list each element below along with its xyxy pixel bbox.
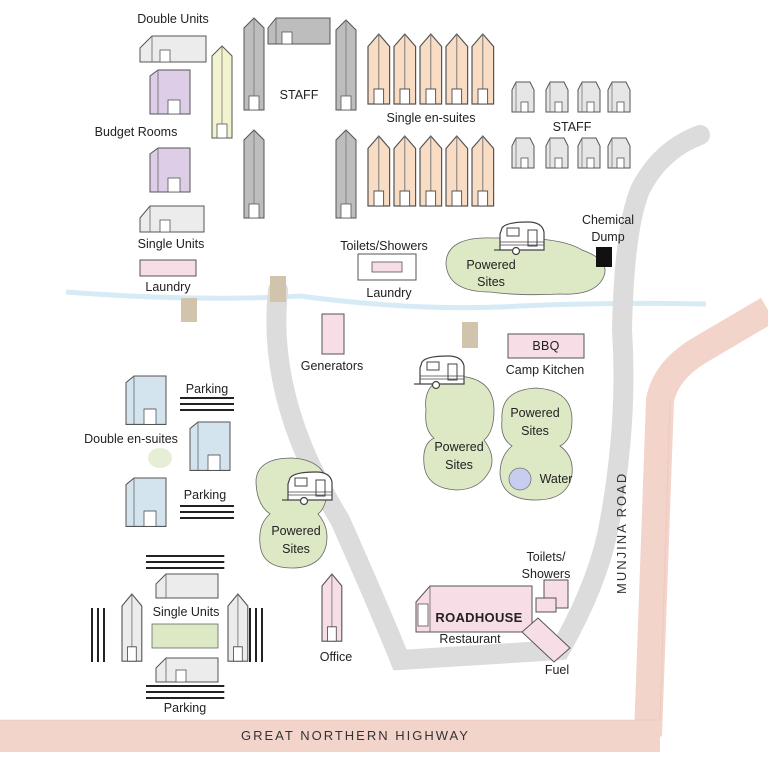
label-powered-sites-2a: Powered bbox=[434, 440, 484, 454]
parking-lines bbox=[179, 397, 235, 411]
parking-lines bbox=[144, 684, 226, 700]
label-parking-bottom: Parking bbox=[163, 701, 207, 715]
label-fuel: Fuel bbox=[544, 663, 570, 677]
label-single-units-top: Single Units bbox=[137, 237, 205, 251]
single-ensuite bbox=[419, 135, 443, 207]
label-parking-1: Parking bbox=[185, 382, 229, 396]
label-toilets-showers-1: Toilets/ bbox=[526, 550, 566, 564]
creek bbox=[65, 289, 707, 311]
label-toilets-showers-top: Toilets/Showers bbox=[340, 239, 428, 253]
label-powered-sites-2b: Sites bbox=[445, 458, 473, 472]
label-office: Office bbox=[319, 650, 353, 664]
budget-room-building bbox=[149, 147, 191, 193]
label-great-northern-highway: GREAT NORTHERN HIGHWAY bbox=[241, 728, 470, 743]
single-unit-building bbox=[121, 593, 143, 662]
munjina-road bbox=[634, 297, 768, 737]
laundry-building bbox=[139, 259, 197, 277]
label-munjina-road: MUNJINA ROAD bbox=[614, 471, 629, 594]
single-unit-building bbox=[155, 573, 219, 599]
double-unit-building bbox=[139, 35, 207, 63]
caravan-icon bbox=[493, 221, 545, 256]
staff-building bbox=[243, 129, 265, 219]
label-bbq: BBQ bbox=[532, 339, 560, 353]
creek-crossing bbox=[181, 298, 197, 322]
label-single-units-bottom: Single Units bbox=[152, 605, 220, 619]
label-restaurant: Restaurant bbox=[439, 632, 501, 646]
creek-crossing bbox=[462, 322, 478, 348]
label-budget-rooms: Budget Rooms bbox=[94, 125, 178, 139]
water-icon bbox=[508, 467, 532, 491]
creek-crossing bbox=[270, 276, 286, 302]
label-toilets-showers-2: Showers bbox=[521, 567, 571, 581]
single-ensuite bbox=[393, 135, 417, 207]
single-ensuite bbox=[471, 33, 495, 105]
toilets-showers-inner bbox=[371, 261, 403, 273]
label-single-ensuites: Single en-suites bbox=[386, 111, 476, 125]
single-ensuite bbox=[445, 33, 469, 105]
label-powered-sites-3b: Sites bbox=[521, 424, 549, 438]
chemical-dump-icon bbox=[596, 247, 612, 267]
roadhouse-building bbox=[415, 585, 533, 633]
single-unit-building bbox=[227, 593, 249, 662]
lawn-area bbox=[151, 623, 219, 649]
powered-site-area bbox=[445, 237, 606, 296]
generators-building bbox=[321, 313, 345, 355]
staff-cabin bbox=[511, 137, 535, 169]
single-ensuite bbox=[445, 135, 469, 207]
label-laundry-center: Laundry bbox=[366, 286, 412, 300]
staff-cabin bbox=[577, 81, 601, 113]
label-staff-right: STAFF bbox=[552, 120, 592, 134]
parking-lines bbox=[179, 505, 235, 519]
label-parking-2: Parking bbox=[183, 488, 227, 502]
staff-cabin bbox=[607, 81, 631, 113]
staff-building bbox=[335, 129, 357, 219]
single-unit-building bbox=[139, 205, 205, 233]
yellow-cabin bbox=[211, 45, 233, 139]
single-ensuite bbox=[419, 33, 443, 105]
label-dump: Dump bbox=[591, 230, 625, 244]
single-ensuite bbox=[367, 135, 391, 207]
single-unit-building bbox=[155, 657, 219, 683]
bbq-building bbox=[507, 333, 585, 359]
double-ensuite-building bbox=[189, 421, 231, 471]
label-powered-sites-4a: Powered bbox=[271, 524, 321, 538]
single-ensuite bbox=[367, 33, 391, 105]
label-generators: Generators bbox=[300, 359, 364, 373]
shade-area bbox=[148, 448, 172, 468]
parking-lines bbox=[144, 554, 226, 570]
staff-building bbox=[243, 17, 265, 111]
staff-cabin bbox=[607, 137, 631, 169]
double-ensuite-building bbox=[125, 375, 167, 425]
budget-room-building bbox=[149, 69, 191, 115]
label-camp-kitchen: Camp Kitchen bbox=[505, 363, 585, 377]
parking-lines bbox=[91, 607, 105, 663]
label-powered-sites-1a: Powered bbox=[466, 258, 516, 272]
label-laundry-left: Laundry bbox=[145, 280, 191, 294]
label-powered-sites-1b: Sites bbox=[477, 275, 505, 289]
staff-building bbox=[267, 17, 331, 45]
staff-cabin bbox=[545, 137, 569, 169]
label-powered-sites-4b: Sites bbox=[282, 542, 310, 556]
office-building bbox=[321, 573, 343, 642]
staff-building bbox=[335, 19, 357, 111]
staff-cabin bbox=[545, 81, 569, 113]
toilets-showers-building-2 bbox=[535, 579, 569, 613]
single-ensuite bbox=[471, 135, 495, 207]
label-water: Water bbox=[539, 472, 573, 486]
parking-lines bbox=[249, 607, 263, 663]
label-chemical: Chemical bbox=[581, 213, 635, 227]
single-ensuite bbox=[393, 33, 417, 105]
label-powered-sites-3a: Powered bbox=[510, 406, 560, 420]
powered-site-area bbox=[423, 375, 495, 491]
double-ensuite-building bbox=[125, 477, 167, 527]
staff-cabin bbox=[511, 81, 535, 113]
label-double-units: Double Units bbox=[137, 12, 209, 26]
label-staff-left: STAFF bbox=[279, 88, 319, 102]
caravan-icon bbox=[413, 355, 465, 390]
label-double-ensuites: Double en-suites bbox=[84, 432, 178, 446]
fuel-canopy bbox=[521, 617, 571, 663]
label-roadhouse: ROADHOUSE bbox=[435, 610, 523, 625]
staff-cabin bbox=[577, 137, 601, 169]
